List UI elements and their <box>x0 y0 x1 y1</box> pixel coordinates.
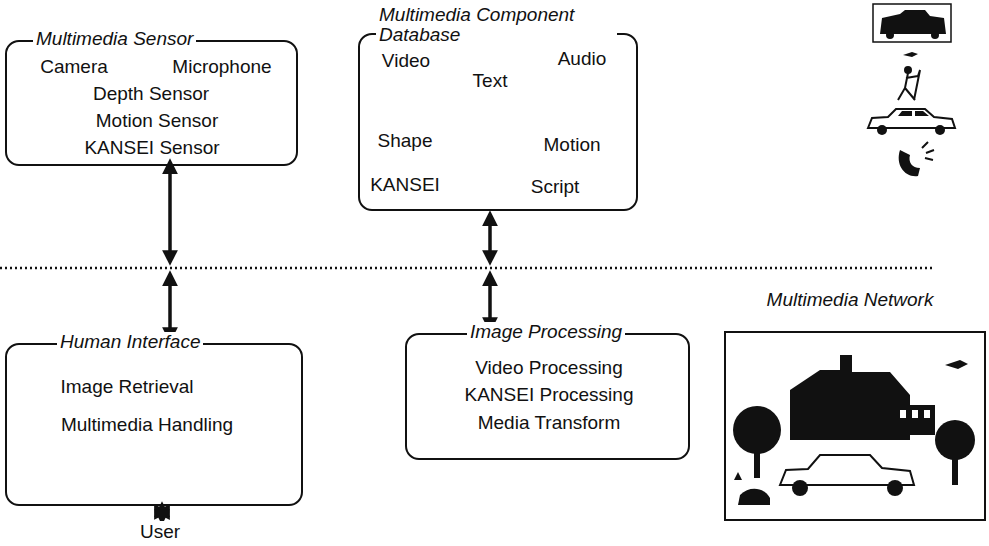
double-arrows <box>162 166 490 512</box>
user-arrow <box>160 509 164 517</box>
component-box: Multimedia SensorCameraMicrophoneDepth S… <box>5 40 298 166</box>
composed-scene <box>725 332 985 520</box>
component-item: Media Transform <box>478 413 621 434</box>
component-item: Image Retrieval <box>60 377 193 398</box>
component-box: Image ProcessingVideo ProcessingKANSEI P… <box>405 333 690 460</box>
box-heading: Multimedia Sensor <box>33 29 196 49</box>
component-item: Text <box>473 71 508 92</box>
component-item: Video Processing <box>475 358 623 379</box>
component-item: KANSEI <box>370 175 440 196</box>
component-item: Depth Sensor <box>93 84 209 105</box>
component-item: KANSEI Processing <box>465 385 634 406</box>
component-item: Microphone <box>172 57 271 78</box>
component-item: Video <box>382 51 430 72</box>
component-item: Audio <box>558 49 607 70</box>
component-icons <box>868 4 955 176</box>
component-item: KANSEI Sensor <box>84 138 219 159</box>
component-box: Multimedia Component DatabaseVideoTextAu… <box>358 33 638 211</box>
component-box: Human InterfaceImage RetrievalMultimedia… <box>5 343 303 506</box>
component-item: Script <box>531 177 580 198</box>
component-item: Multimedia Handling <box>61 415 233 436</box>
box-heading: Image Processing <box>467 322 625 342</box>
component-item: Motion <box>543 135 600 156</box>
component-item: Motion Sensor <box>96 111 219 132</box>
network-line <box>0 267 935 270</box>
box-heading: Multimedia Component Database <box>376 5 617 45</box>
component-item: Camera <box>40 57 108 78</box>
user-label: User <box>138 521 182 543</box>
network-label: Multimedia Network <box>765 289 936 311</box>
component-item: Shape <box>378 131 433 152</box>
box-heading: Human Interface <box>57 332 203 352</box>
